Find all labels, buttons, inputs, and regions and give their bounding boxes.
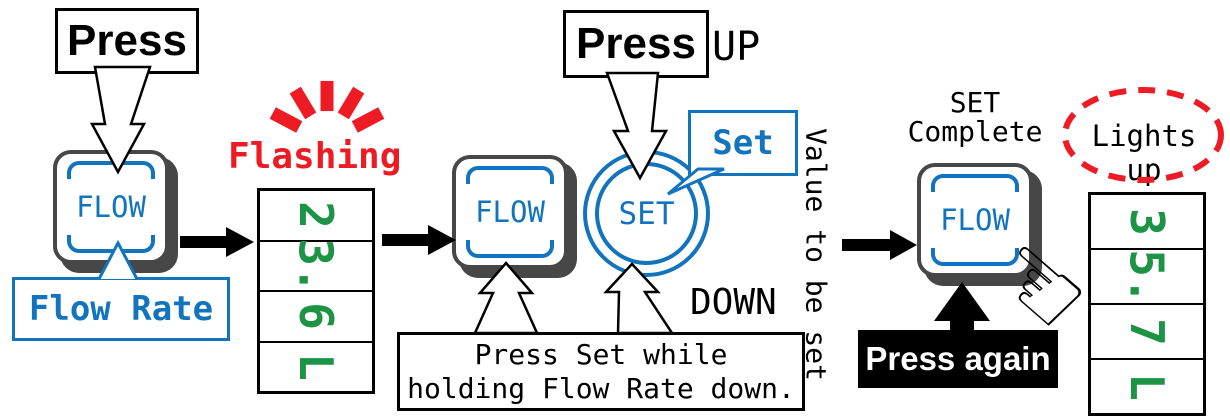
display1-cell: 2 [260, 191, 372, 242]
flow-key-3: FLOW [917, 163, 1033, 277]
instruction-line-1: Press Set while [474, 338, 728, 371]
flashing-label: Flashing [228, 136, 402, 177]
flow-key-3-label: FLOW [940, 203, 1010, 237]
set-complete-label: SET Complete [907, 86, 1043, 148]
display1-cell: 3. [260, 238, 372, 293]
flow-key-1: FLOW [53, 150, 169, 264]
key-bracket-bottom-icon [931, 248, 1019, 266]
value-to-be-set-label: Value to be set [799, 128, 833, 381]
set-caption-label: Set [712, 123, 774, 163]
down-label: DOWN [690, 282, 777, 323]
set-key-label: SET [618, 195, 675, 232]
instruction-box: Press Set while holding Flow Rate down. [397, 332, 805, 411]
display2-cell: 5. [1091, 249, 1203, 305]
segment-display-1: 2 3. 6 L [257, 188, 375, 394]
up-label: UP [712, 24, 761, 70]
display2-cell: L [1119, 372, 1174, 401]
flow-rate-caption-box: Flow Rate [12, 277, 230, 341]
key-bracket-top-icon [466, 166, 554, 184]
set-key-ring-icon: SET [595, 162, 698, 265]
flow-key-1-label: FLOW [76, 190, 146, 224]
lights-up-label: Lights up [1091, 119, 1197, 187]
segment-display-2: 3 5. 7 L [1088, 192, 1206, 416]
press-callout-1: Press [55, 8, 199, 74]
flashing-rays-icon [269, 81, 385, 133]
flow-rate-caption-label: Flow Rate [28, 289, 214, 329]
flow-key-2-label: FLOW [475, 195, 545, 229]
key-bracket-top-icon [67, 161, 155, 179]
flow-key-2: FLOW [452, 155, 568, 269]
press-callout-1-label: Press [67, 16, 187, 65]
set-caption-box: Set [688, 110, 798, 176]
press-again-label: Press again [865, 340, 1051, 377]
press-callout-2-label: Press [576, 19, 696, 68]
display2-cell: 3 [1091, 195, 1203, 250]
up-callout-arrow-icon [473, 261, 539, 335]
instruction-line-2: holding Flow Rate down. [407, 372, 795, 405]
press-callout-2: Press [563, 10, 709, 78]
right-arrow-icon [382, 225, 456, 255]
key-bracket-top-icon [931, 174, 1019, 192]
key-bracket-bottom-icon [466, 240, 554, 258]
right-arrow-icon [180, 227, 254, 257]
press-again-box: Press again [858, 330, 1058, 388]
display2-cell: 7 [1091, 305, 1203, 360]
key-bracket-bottom-icon [67, 235, 155, 253]
display1-cell: L [288, 352, 343, 381]
right-arrow-icon [842, 230, 917, 260]
display1-cell: 6 [260, 292, 372, 343]
